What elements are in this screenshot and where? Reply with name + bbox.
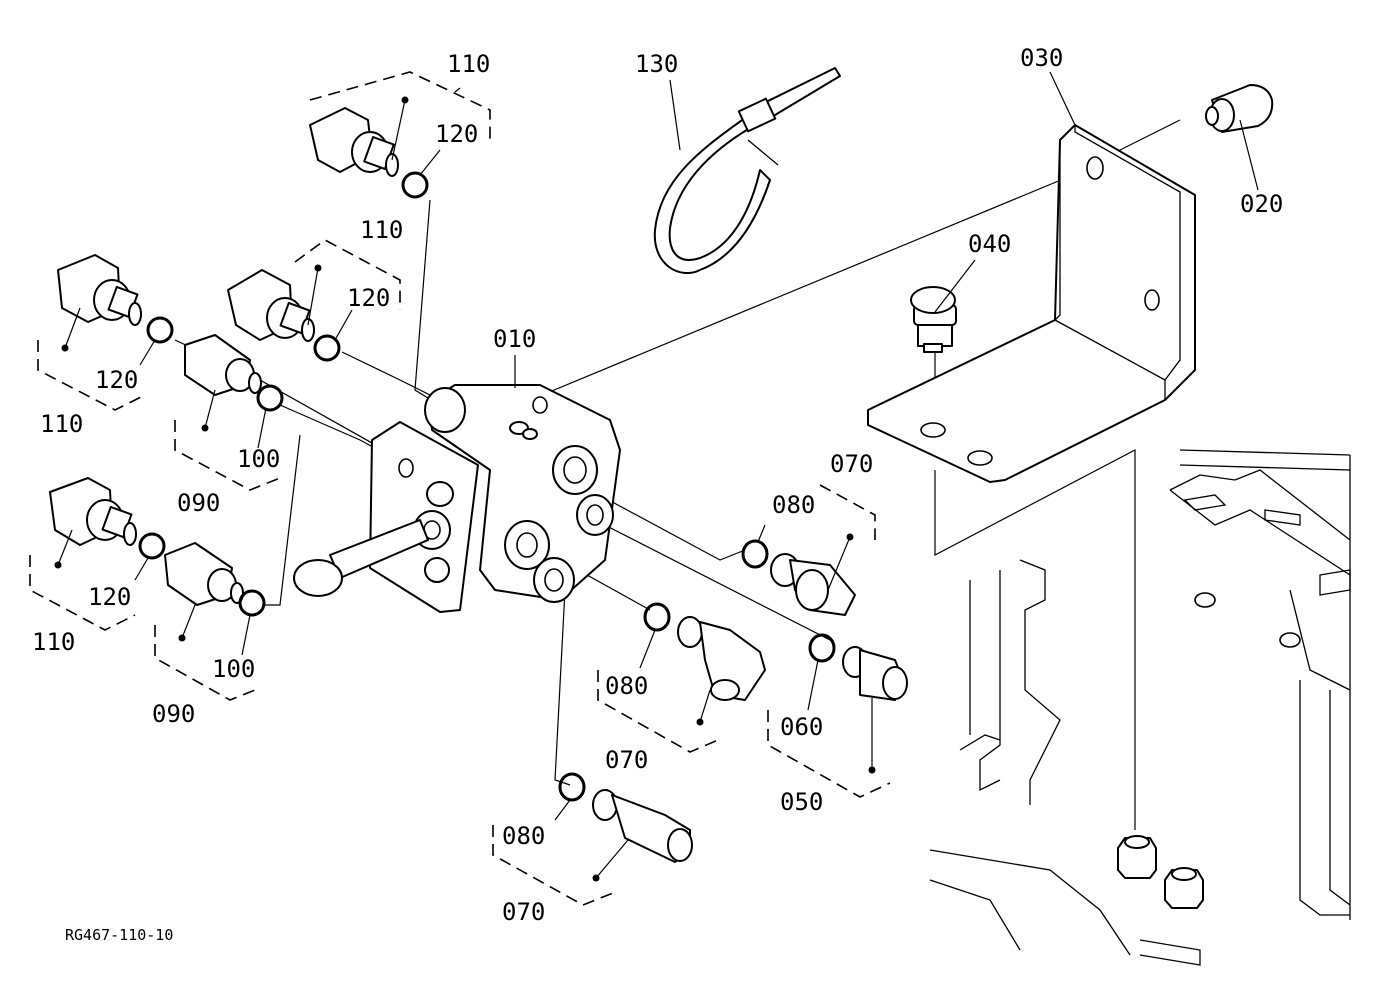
- callout-020: 020: [1240, 190, 1283, 218]
- assembly-lines: [174, 119, 1181, 830]
- callout-120-left-upper: 120: [95, 366, 138, 394]
- o-ring-120-top[interactable]: [401, 171, 429, 199]
- nuts: [1117, 835, 1204, 909]
- callout-120-mid: 120: [347, 284, 390, 312]
- fitting-070-bottom[interactable]: [592, 789, 693, 863]
- callout-070-mid: 070: [605, 746, 648, 774]
- callout-080-right: 080: [772, 491, 815, 519]
- o-ring-100-lower[interactable]: [238, 589, 266, 617]
- cable-tie-130[interactable]: [653, 67, 841, 275]
- callout-060: 060: [780, 713, 823, 741]
- callout-070-bottom: 070: [502, 898, 545, 926]
- sensor-110-left-lower[interactable]: [49, 477, 137, 546]
- sensor-110-left-upper[interactable]: [57, 254, 142, 326]
- callout-080-mid: 080: [605, 672, 648, 700]
- vehicle-frame: [929, 449, 1351, 966]
- fitting-070-right[interactable]: [770, 553, 856, 616]
- callout-090-lower: 090: [152, 700, 195, 728]
- callout-leaders: [54, 71, 1259, 882]
- o-ring-080-mid[interactable]: [643, 602, 671, 632]
- callout-070-right: 070: [830, 450, 873, 478]
- callout-090-upper: 090: [177, 489, 220, 517]
- bushing-020[interactable]: [1205, 84, 1274, 133]
- o-ring-120-mid[interactable]: [313, 334, 341, 362]
- plug-040[interactable]: [910, 286, 957, 353]
- callout-040: 040: [968, 230, 1011, 258]
- union-050[interactable]: [842, 646, 908, 701]
- callout-130: 130: [635, 50, 678, 78]
- adapter-090-lower[interactable]: [164, 542, 244, 606]
- drawing-code: RG467-110-10: [65, 926, 173, 944]
- callout-080-bottom: 080: [502, 822, 545, 850]
- o-ring-060[interactable]: [808, 633, 836, 663]
- sensor-110-mid[interactable]: [227, 269, 315, 342]
- o-ring-120-left-upper[interactable]: [146, 316, 174, 344]
- o-ring-100-upper[interactable]: [256, 384, 284, 412]
- callout-120-left-lower: 120: [88, 583, 131, 611]
- o-ring-080-bottom[interactable]: [558, 772, 586, 802]
- adapter-090-upper[interactable]: [184, 334, 262, 396]
- elbow-070-mid[interactable]: [677, 616, 766, 701]
- bracket-030[interactable]: [867, 124, 1196, 483]
- sensor-110-top[interactable]: [309, 107, 399, 177]
- o-ring-120-left-lower[interactable]: [138, 532, 166, 560]
- callout-100-lower: 100: [212, 655, 255, 683]
- o-ring-080-right[interactable]: [741, 539, 769, 569]
- callout-110-left-upper: 110: [40, 410, 83, 438]
- callout-labels: 110 120 130 030 020 110 120 040 010 120 …: [32, 44, 1283, 944]
- callout-120-top: 120: [435, 120, 478, 148]
- callout-030: 030: [1020, 44, 1063, 72]
- callout-110-mid: 110: [360, 216, 403, 244]
- callout-050: 050: [780, 788, 823, 816]
- callout-010: 010: [493, 325, 536, 353]
- valve-body-010[interactable]: [293, 384, 621, 613]
- group-brackets: [29, 71, 891, 906]
- callout-100-upper: 100: [237, 445, 280, 473]
- callout-110-top: 110: [447, 50, 490, 78]
- callout-110-left-lower: 110: [32, 628, 75, 656]
